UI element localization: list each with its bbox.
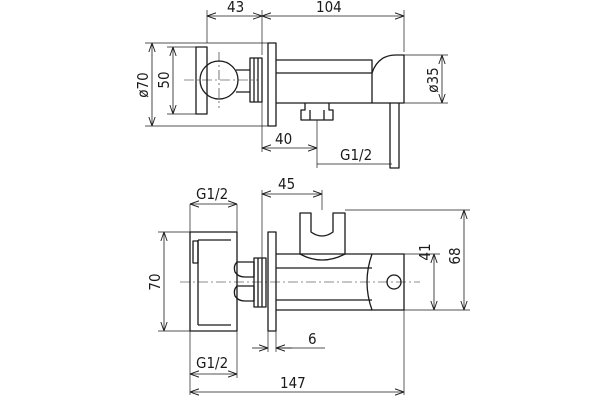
front-dim-g12-bottom: G1/2	[196, 354, 228, 372]
front-dim-45: 45	[278, 175, 295, 193]
top-dim-diameter-70: ø70	[134, 72, 152, 97]
top-dim-40: 40	[275, 130, 292, 148]
top-outlet-fitting	[300, 103, 334, 121]
front-nut	[253, 257, 267, 308]
front-dim-6: 6	[308, 330, 317, 348]
front-connector-upper	[233, 261, 255, 278]
top-wall-plate	[195, 46, 208, 115]
front-view-outline	[189, 212, 405, 332]
front-holder	[299, 212, 346, 254]
top-lever	[389, 103, 400, 169]
front-flange	[267, 231, 277, 332]
top-dim-g12: G1/2	[340, 146, 372, 164]
front-wall-box	[189, 231, 238, 332]
front-dim-70: 70	[146, 273, 164, 290]
top-ball-neck	[236, 69, 250, 93]
front-dim-g12-top: G1/2	[196, 185, 228, 203]
front-dim-147: 147	[280, 374, 306, 392]
front-connector-lower	[233, 285, 255, 302]
top-main-body	[276, 59, 373, 104]
top-dim-104: 104	[316, 0, 342, 16]
top-dim-diameter-35: ø35	[424, 67, 442, 92]
front-dim-68: 68	[446, 247, 464, 264]
front-main-body	[276, 253, 372, 311]
top-dim-43: 43	[227, 0, 244, 16]
front-handle	[366, 253, 405, 311]
top-dim-50: 50	[155, 71, 173, 88]
top-view: 43 104 ø70 50 ø35 40 G1/2	[134, 0, 448, 169]
top-view-outline	[195, 42, 405, 169]
front-view: G1/2 45 70 41 68 6 G1/2 147	[146, 175, 470, 395]
top-flange	[267, 42, 277, 127]
front-dim-41: 41	[416, 243, 434, 260]
top-handle-cap	[371, 54, 405, 104]
